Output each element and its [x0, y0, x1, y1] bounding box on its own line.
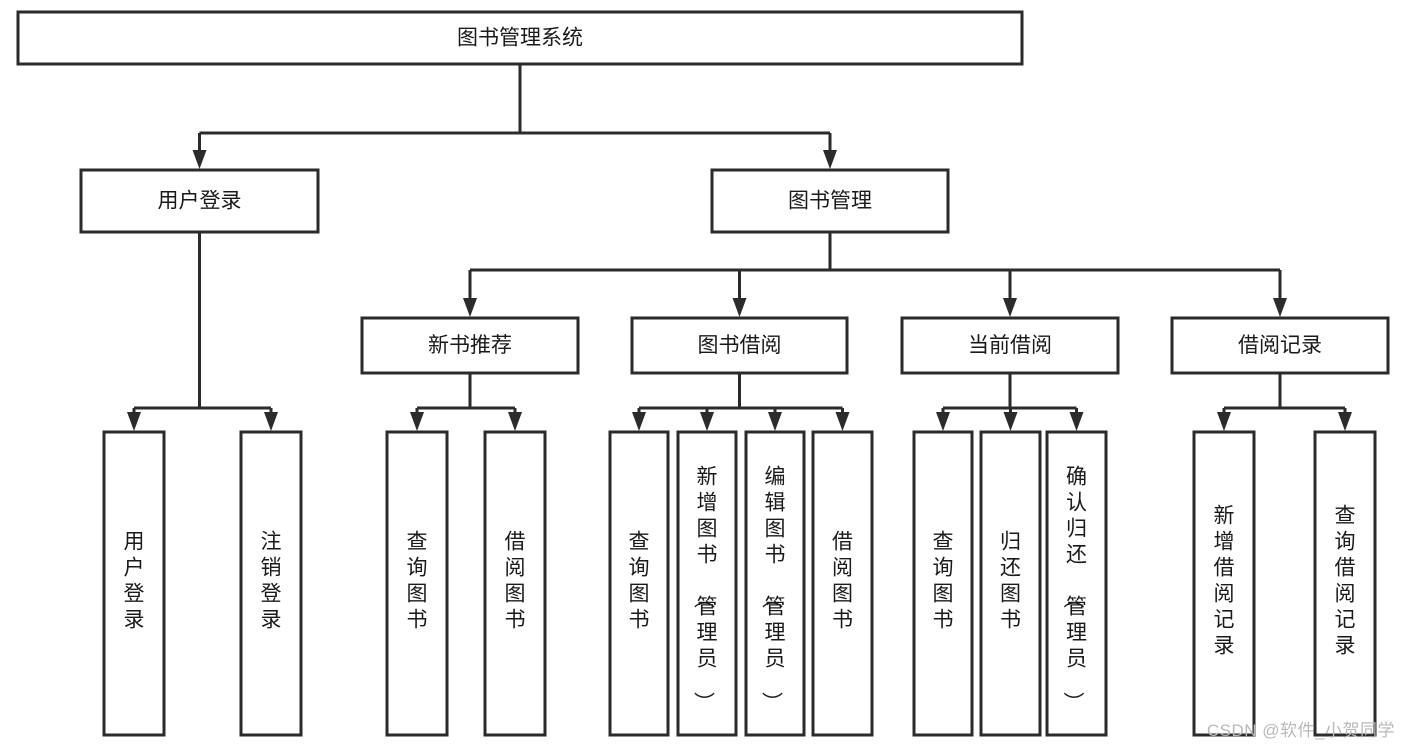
- node-leaf-add-record[interactable]: 新增借阅记录: [1192, 430, 1256, 737]
- node-label-leaf-borrow-book-2: 借阅图书: [832, 531, 853, 632]
- arrow-head-icon: [410, 412, 424, 431]
- node-leaf-query-book-2[interactable]: 查询图书: [608, 430, 670, 737]
- arrow-head-icon: [823, 150, 837, 169]
- node-label-new-book-recommend: 新书推荐: [428, 334, 512, 357]
- node-label-user-login: 用户登录: [158, 190, 242, 213]
- node-label-root: 图书管理系统: [457, 27, 583, 50]
- node-box-rect: [744, 430, 806, 737]
- node-leaf-borrow-book-1[interactable]: 借阅图书: [483, 430, 547, 737]
- arrow-head-icon: [1069, 412, 1084, 431]
- node-label-leaf-add-book: 新增图书（管理员）: [692, 466, 718, 713]
- node-leaf-add-book[interactable]: 新增图书（管理员）: [676, 430, 738, 737]
- node-label-leaf-query-record: 查询借阅记录: [1335, 505, 1356, 658]
- node-label-book-manage: 图书管理: [788, 190, 872, 213]
- node-label-book-borrow: 图书借阅: [698, 334, 782, 357]
- node-label-current-borrow: 当前借阅: [968, 334, 1052, 357]
- node-label-leaf-query-book-3: 查询图书: [933, 531, 954, 632]
- arrow-head-icon: [127, 412, 141, 431]
- node-box-rect: [1192, 430, 1256, 737]
- arrow-head-icon: [1003, 298, 1017, 317]
- arrow-head-icon: [264, 412, 278, 431]
- node-leaf-confirm-return[interactable]: 确认归还（管理员）: [1045, 430, 1108, 737]
- arrow-head-icon: [700, 412, 714, 431]
- node-box-rect: [16, 10, 1024, 66]
- arrow-head-icon: [1003, 412, 1018, 431]
- arrow-head-icon: [192, 150, 207, 169]
- node-box-rect: [1313, 430, 1377, 737]
- node-box-rect: [79, 168, 320, 234]
- node-label-borrow-record: 借阅记录: [1238, 334, 1322, 357]
- node-box-rect: [608, 430, 670, 737]
- node-label-leaf-logout: 注销登录: [261, 531, 282, 632]
- arrow-head-icon: [1338, 412, 1352, 431]
- node-user-login[interactable]: 用户登录: [79, 168, 320, 234]
- node-leaf-return-book[interactable]: 归还图书: [979, 430, 1042, 737]
- arrow-head-icon: [1273, 298, 1287, 317]
- node-label-leaf-add-record: 新增借阅记录: [1214, 505, 1235, 658]
- node-root-图书管理系统[interactable]: 图书管理系统: [16, 10, 1024, 66]
- node-label-leaf-user-login: 用户登录: [124, 531, 145, 632]
- node-leaf-query-record[interactable]: 查询借阅记录: [1313, 430, 1377, 737]
- node-box-rect: [102, 430, 166, 737]
- node-leaf-borrow-book-2[interactable]: 借阅图书: [811, 430, 874, 737]
- arrow-head-icon: [463, 298, 477, 317]
- node-box-rect: [1170, 316, 1390, 375]
- node-box-rect: [239, 430, 303, 737]
- node-box-rect: [385, 430, 449, 737]
- node-box-rect: [979, 430, 1042, 737]
- node-new-book-recommend[interactable]: 新书推荐: [360, 316, 580, 375]
- node-book-borrow[interactable]: 图书借阅: [630, 316, 849, 375]
- node-label-leaf-query-book-2: 查询图书: [629, 531, 650, 632]
- arrow-head-icon: [732, 298, 747, 317]
- node-current-borrow[interactable]: 当前借阅: [900, 316, 1120, 375]
- node-borrow-record[interactable]: 借阅记录: [1170, 316, 1390, 375]
- node-leaf-user-login[interactable]: 用户登录: [102, 430, 166, 737]
- arrow-head-icon: [632, 412, 646, 431]
- node-leaf-logout[interactable]: 注销登录: [239, 430, 303, 737]
- node-label-leaf-borrow-book-1: 借阅图书: [505, 531, 526, 632]
- arrow-head-icon: [1217, 412, 1231, 431]
- arrow-head-icon: [508, 412, 522, 431]
- arrow-head-icon: [768, 412, 782, 431]
- node-box-rect: [912, 430, 974, 737]
- node-box-rect: [676, 430, 738, 737]
- watermark-label: CSDN @软件_小贺同学: [1206, 721, 1395, 740]
- arrow-head-icon: [835, 412, 850, 431]
- arrow-head-icon: [936, 412, 950, 431]
- node-box-rect: [360, 316, 580, 375]
- node-box-rect: [710, 168, 950, 234]
- node-box-rect: [1045, 430, 1108, 737]
- node-leaf-query-book-3[interactable]: 查询图书: [912, 430, 974, 737]
- node-leaf-query-book-1[interactable]: 查询图书: [385, 430, 449, 737]
- node-box-rect: [900, 316, 1120, 375]
- node-box-rect: [483, 430, 547, 737]
- node-label-leaf-return-book: 归还图书: [1000, 531, 1021, 632]
- node-book-manage[interactable]: 图书管理: [710, 168, 950, 234]
- node-box-rect: [811, 430, 874, 737]
- node-label-leaf-confirm-return: 确认归还（管理员）: [1061, 466, 1087, 713]
- node-label-leaf-query-book-1: 查询图书: [407, 531, 428, 632]
- node-label-leaf-edit-book: 编辑图书（管理员）: [760, 466, 786, 713]
- node-leaf-edit-book[interactable]: 编辑图书（管理员）: [744, 430, 806, 737]
- node-box-rect: [630, 316, 849, 375]
